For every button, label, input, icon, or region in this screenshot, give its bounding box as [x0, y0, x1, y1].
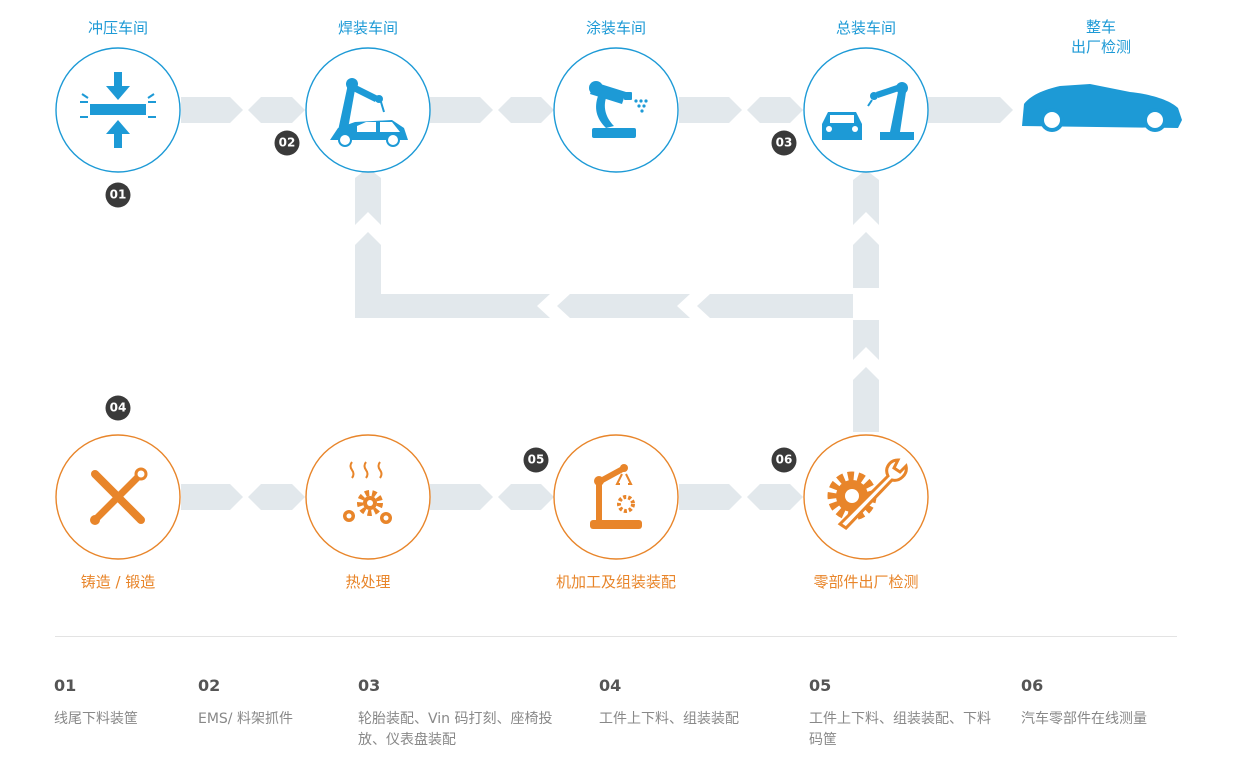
stage-node-welding	[305, 47, 431, 173]
stage-node-casting-forging	[55, 434, 181, 560]
stage-label-welding: 焊装车间	[337, 19, 399, 37]
divider	[55, 636, 1177, 637]
stage-label-machining: 机加工及组装装配	[555, 573, 677, 591]
press-icon	[80, 72, 156, 148]
stage-label-vehicle-line1: 整车	[1085, 18, 1117, 36]
stage-node-heat-treatment	[305, 434, 431, 560]
flow-arrow	[355, 294, 550, 318]
legend-item: 01 线尾下料装筐	[54, 676, 184, 730]
flow-arrow	[853, 367, 879, 432]
legend-desc: 线尾下料装筐	[54, 711, 138, 727]
stage-label-heat-treatment: 热处理	[345, 573, 391, 591]
stage-label-casting-forging: 铸造 / 锻造	[80, 573, 156, 591]
legend-desc: EMS/ 料架抓件	[198, 711, 293, 727]
flow-arrow	[747, 484, 803, 510]
legend-number: 03	[358, 676, 381, 695]
flow-arrow	[679, 97, 742, 123]
legend-item: 05 工件上下料、组装装配、下料码筐	[809, 676, 999, 751]
stage-label-stamping: 冲压车间	[87, 19, 149, 37]
flow-arrow	[853, 320, 879, 360]
stage-node-parts-inspection	[803, 434, 929, 560]
flow-arrow	[928, 97, 1013, 123]
flow-arrow	[181, 484, 243, 510]
flow-arrow	[248, 97, 305, 123]
legend-number: 05	[809, 676, 832, 695]
stage-label-painting: 涂装车间	[585, 19, 647, 37]
stage-label-vehicle-line2: 出厂检测	[1070, 38, 1132, 56]
step-badge: 06	[771, 447, 797, 473]
flow-arrow	[430, 97, 493, 123]
tools-icon	[90, 467, 148, 525]
step-badge: 05	[523, 447, 549, 473]
flow-arrow	[355, 232, 381, 318]
flow-arrow	[355, 168, 381, 225]
flow-arrow	[853, 232, 879, 288]
flow-arrow	[181, 97, 243, 123]
flow-arrow	[679, 484, 742, 510]
step-badge: 02	[274, 130, 300, 156]
stage-node-machining	[553, 434, 679, 560]
flow-arrow	[430, 484, 493, 510]
legend-desc: 工件上下料、组装装配、下料码筐	[809, 711, 991, 748]
stage-node-painting	[553, 47, 679, 173]
legend-desc: 汽车零部件在线测量	[1021, 711, 1147, 727]
step-badge: 04	[105, 395, 131, 421]
legend-desc: 工件上下料、组装装配	[599, 711, 739, 727]
flow-arrow	[697, 294, 853, 318]
flow-arrow	[853, 170, 879, 225]
legend-desc: 轮胎装配、Vin 码打刻、座椅投放、仪表盘装配	[358, 711, 553, 748]
paint-robot-icon	[589, 81, 648, 138]
stage-label-vehicle-inspection: 整车 出厂检测	[1071, 17, 1131, 57]
flow-arrow	[747, 97, 803, 123]
step-badge: 01	[105, 182, 131, 208]
flow-arrow	[248, 484, 305, 510]
stage-node-stamping	[55, 47, 181, 173]
legend-item: 02 EMS/ 料架抓件	[198, 676, 348, 730]
assembly-robot-icon	[822, 82, 914, 140]
car-icon	[1022, 84, 1182, 132]
legend-number: 01	[54, 676, 77, 695]
welding-robot-icon	[330, 78, 408, 147]
flow-arrow	[557, 294, 690, 318]
machining-robot-icon	[590, 464, 642, 529]
stage-label-parts-inspection: 零部件出厂检测	[813, 573, 919, 591]
legend-item: 06 汽车零部件在线测量	[1021, 676, 1191, 730]
flow-arrow	[498, 484, 554, 510]
stage-node-final-assembly	[803, 47, 929, 173]
flow-arrows	[181, 97, 1013, 510]
legend-item: 03 轮胎装配、Vin 码打刻、座椅投放、仪表盘装配	[358, 676, 558, 751]
heat-gears-icon	[343, 461, 392, 524]
legend-number: 06	[1021, 676, 1044, 695]
flow-arrow	[498, 97, 554, 123]
legend-number: 04	[599, 676, 622, 695]
legend-item: 04 工件上下料、组装装配	[599, 676, 789, 730]
gear-wrench-icon	[827, 458, 908, 530]
legend-number: 02	[198, 676, 221, 695]
stage-label-final-assembly: 总装车间	[835, 19, 897, 37]
step-badge: 03	[771, 130, 797, 156]
